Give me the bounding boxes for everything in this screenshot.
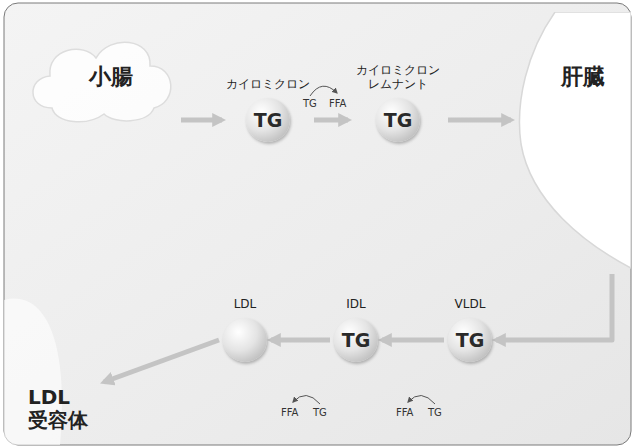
flow-arrow (181, 118, 222, 123)
lipoprotein-name: カイロミクロン レムナント (352, 64, 444, 92)
node-text: 肝臓 (561, 62, 605, 92)
sphere-ball (223, 318, 267, 362)
sphere-content: TG (384, 109, 413, 131)
release-arrow (408, 395, 435, 404)
lipoprotein-name: VLDL (455, 298, 486, 312)
flow-arrow (104, 340, 219, 382)
sphere-ball: TG (334, 318, 378, 362)
liver-outline (515, 12, 631, 270)
release-arrow (293, 395, 320, 404)
flow-arrow (496, 274, 612, 340)
sphere-ball: TG (246, 98, 290, 142)
sphere-ball: TG (448, 318, 492, 362)
lipoprotein-sphere: IDL TG (334, 298, 378, 362)
panel-frame (4, 3, 631, 445)
node-text: LDL 受容体 (28, 386, 112, 432)
lipid-label: TG (303, 99, 317, 109)
lipoprotein-name: IDL (346, 298, 365, 312)
lipoprotein-sphere: カイロミクロン TG (226, 78, 310, 142)
lipoprotein-sphere: カイロミクロン レムナント TG (352, 64, 444, 142)
lipid-label: FFA (281, 408, 298, 418)
flow-arrow (448, 118, 511, 123)
lipid-label: TG (313, 408, 327, 418)
lipoprotein-name: カイロミクロン (226, 78, 310, 92)
release-arrow (310, 86, 337, 96)
sphere-ball: TG (376, 98, 420, 142)
intestine-cloud: 小腸 (22, 28, 177, 126)
liver-shape: 肝臓 (515, 12, 631, 270)
node-text: 小腸 (89, 62, 133, 92)
lipoprotein-sphere: VLDL TG (448, 298, 492, 362)
flow-arrow (314, 118, 348, 123)
lipoprotein-name: LDL (234, 298, 257, 312)
sphere-content: TG (456, 329, 485, 351)
sphere-content: TG (342, 329, 371, 351)
receptor-label: LDL 受容体 (28, 386, 112, 432)
flow-arrow (271, 338, 330, 343)
lipid-label: FFA (396, 408, 413, 418)
lipoprotein-sphere: LDL (223, 298, 267, 362)
lipid-label: FFA (329, 99, 346, 109)
flow-arrow (382, 338, 444, 343)
sphere-content: TG (254, 109, 283, 131)
lipid-label: TG (428, 408, 442, 418)
